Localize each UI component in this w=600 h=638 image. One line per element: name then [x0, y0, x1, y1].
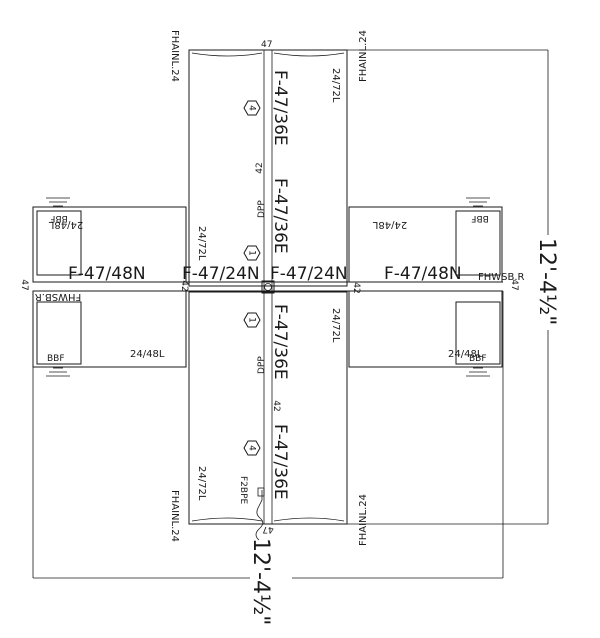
fixture-label-top-left: FHAINL.24: [169, 30, 180, 82]
bbf-label-top-right: BBF: [471, 213, 489, 223]
fixture-label-dpp-bottom: DPP: [257, 356, 267, 374]
hex-marker-top-outer: 4: [243, 100, 261, 116]
panel-labels: 24/72L 24/72L 24/72L 24/72L 24/48L 24/48…: [48, 68, 482, 501]
bbf-box-bottom-left: [36, 301, 82, 365]
ground-symbol-top-right: [466, 197, 490, 207]
bbf-label-bottom-right: BBF: [469, 354, 487, 364]
panel-label-lower-right: 24/72L: [330, 308, 341, 343]
dimension-right: 12'-4½": [534, 238, 559, 325]
ground-symbol-bottom-left: [46, 367, 70, 377]
hex-marker-bottom-inner: 1: [243, 312, 261, 328]
number-47-top: 47: [261, 40, 272, 50]
fixture-label-fhwsb-right: FHWSB.R: [478, 272, 525, 283]
center-joint: [261, 280, 275, 294]
bbf-box-bottom-right: [455, 301, 501, 365]
beam-label-right-outer: F-47/48N: [384, 264, 462, 284]
fixture-label-top-right: FHAINL.24: [358, 30, 369, 82]
panel-label-wing-bottom-left: 24/48L: [130, 349, 165, 360]
panel-label-wing-top-right: 24/48L: [372, 219, 407, 230]
top-left-cap-arc: [191, 52, 263, 57]
center-joint-bolt: [264, 283, 272, 291]
beam-label-right-inner: F-47/24N: [270, 264, 348, 284]
bottom-right-cap-arc: [273, 517, 345, 522]
beam-labels: F-47/48N F-47/24N F-47/24N F-47/48N F-47…: [68, 70, 462, 500]
ground-symbol-top-left: [46, 197, 70, 207]
f2bpe-box: [257, 487, 265, 497]
beam-label-bottom-inner: F-47/36E: [270, 304, 290, 380]
vertical-arm-top-outline: [188, 49, 348, 287]
number-42-top: 42: [255, 162, 265, 173]
horizontal-arm: [32, 206, 503, 368]
beam-label-top-outer: F-47/36E: [270, 70, 290, 146]
top-right-cap-arc: [273, 52, 345, 57]
bottom-left-cap-arc: [191, 517, 263, 522]
number-42-left: 42: [179, 280, 189, 291]
bbf-labels: BBF BBF BBF BBF: [47, 213, 489, 364]
beam-label-left-inner: F-47/24N: [182, 264, 260, 284]
beam-label-top-inner: F-47/36E: [270, 178, 290, 254]
bbf-label-top-left: BBF: [50, 213, 68, 223]
dimension-lines: [32, 49, 549, 579]
bbf-box-top-right: [455, 210, 501, 276]
svg-text:1: 1: [247, 317, 257, 323]
number-47-right: 47: [509, 279, 519, 290]
beam-label-bottom-outer: F-47/36E: [270, 424, 290, 500]
hex-markers: 4 1 1 4: [243, 100, 261, 456]
fixture-label-dpp-top: DPP: [257, 200, 267, 218]
dimension-bottom: 12'-4½": [248, 538, 273, 625]
panel-label-lower-left: 24/72L: [196, 466, 207, 501]
vertical-arm: [188, 49, 348, 525]
number-42-bottom: 42: [271, 400, 281, 411]
fixture-label-f2bpe: F2BPE: [238, 476, 248, 505]
hex-marker-top-inner: 1: [243, 245, 261, 261]
panel-label-wing-bottom-right: 24/48L: [448, 349, 483, 360]
numeric-marks: 47 47 47 47 42 42 42 42: [19, 40, 519, 534]
right-wing-top: [348, 206, 503, 283]
hex-marker-bottom-outer: 4: [243, 440, 261, 456]
number-47-bottom: 47: [262, 524, 273, 534]
right-wing-bottom: [348, 290, 503, 368]
panel-label-upper-right: 24/72L: [330, 68, 341, 103]
bbf-label-bottom-left: BBF: [47, 354, 65, 364]
fixture-label-bottom-left: FHAINL.24: [169, 490, 180, 542]
vertical-arm-bottom-outline: [188, 291, 348, 525]
fixture-label-bottom-right: FHAINL.24: [358, 494, 369, 546]
svg-text:4: 4: [247, 445, 257, 451]
ground-symbols: [46, 197, 490, 377]
left-wing-top: [32, 206, 187, 283]
beam-label-left-outer: F-47/48N: [68, 264, 146, 284]
bbf-box-top-left: [36, 210, 82, 276]
fixture-label-fhwsb-left: FHWSB.R: [35, 291, 82, 302]
fixture-labels: FHAINL.24 FHAINL.24 FHAINL.24 FHAINL.24 …: [35, 30, 525, 546]
number-42-right: 42: [351, 282, 361, 293]
svg-text:1: 1: [247, 250, 257, 256]
break-wire: [255, 490, 264, 541]
dimension-texts: 12'-4½" 12'-4½": [248, 238, 559, 625]
svg-text:4: 4: [247, 105, 257, 111]
panel-label-upper-left: 24/72L: [196, 226, 207, 261]
panel-label-wing-top-left: 24/48L: [48, 219, 83, 230]
ground-symbol-bottom-right: [466, 367, 490, 377]
number-47-left: 47: [19, 279, 29, 290]
